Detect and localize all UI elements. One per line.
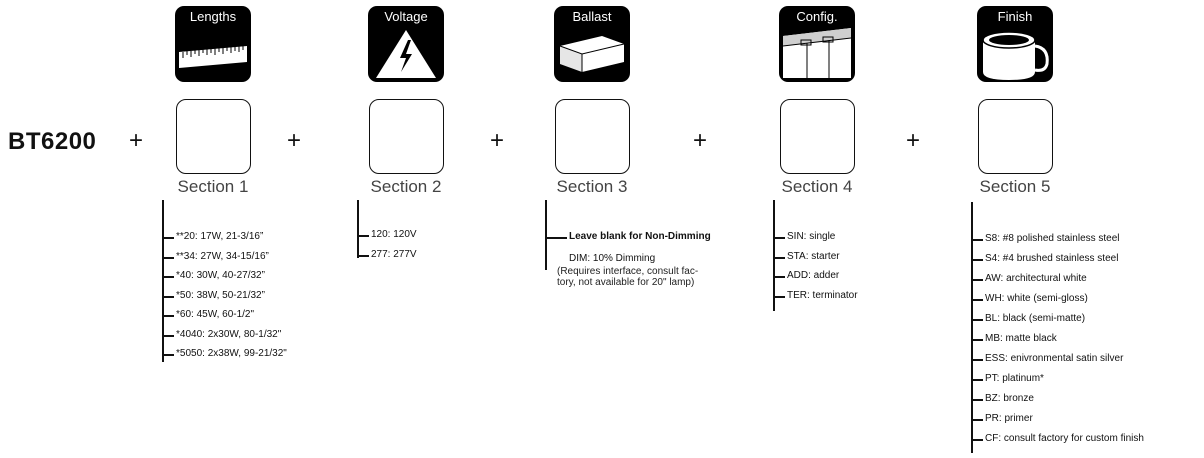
icon-title: Finish	[997, 9, 1033, 24]
option-label: BZ: bronze	[985, 393, 1034, 404]
connector-line	[357, 200, 359, 258]
lengths-icon: Lengths	[175, 6, 251, 82]
config-icon: Config.	[779, 6, 855, 82]
option-label: 120: 120V	[371, 229, 417, 240]
section-2-box[interactable]	[369, 99, 444, 174]
section-1-label: Section 1	[177, 177, 249, 196]
option-tick	[971, 419, 983, 421]
option-tick	[971, 379, 983, 381]
section-5-label: Section 5	[979, 177, 1051, 196]
option-label: WH: white (semi-gloss)	[985, 293, 1088, 304]
option-label: 277: 277V	[371, 248, 417, 260]
option-tick	[971, 259, 983, 261]
option-label: CF: consult factory for custom finish	[985, 433, 1144, 444]
option-tick	[545, 237, 567, 239]
option-label: MB: matte black	[985, 333, 1057, 344]
option-label: **34: 27W, 34-15/16”	[176, 250, 269, 262]
section-3-label: Section 3	[556, 177, 628, 196]
option-tick	[162, 276, 174, 278]
option-label: TER: terminator	[787, 289, 858, 301]
connector-line	[773, 200, 775, 311]
option-label: *5050: 2x38W, 99-21/32"	[176, 348, 287, 359]
icon-title: Config.	[796, 9, 838, 24]
option-tick	[773, 295, 785, 298]
option-tick	[162, 334, 174, 337]
option-tick	[162, 295, 174, 298]
option-tick	[773, 237, 785, 239]
note-line: tory, not available for 20" lamp)	[557, 277, 695, 288]
option-tick	[971, 319, 983, 321]
option-tick	[773, 256, 785, 259]
option-label: Leave blank for Non-Dimming	[569, 231, 711, 242]
option-label: PR: primer	[985, 413, 1033, 424]
section-4-box[interactable]	[780, 99, 855, 174]
option-label: *4040: 2x30W, 80-1/32"	[176, 328, 282, 340]
option-tick	[773, 276, 785, 278]
section-3-box[interactable]	[555, 99, 630, 174]
option-label: ESS: enivronmental satin silver	[985, 353, 1124, 364]
connector-line	[971, 202, 973, 453]
option-tick	[971, 339, 983, 341]
icon-title: Voltage	[384, 9, 428, 24]
section-1-box[interactable]	[176, 99, 251, 174]
option-label: STA: starter	[787, 250, 840, 262]
plus-sign: +	[693, 127, 708, 154]
option-label: AW: architectural white	[985, 273, 1087, 284]
option-tick	[971, 399, 983, 401]
option-tick	[971, 299, 983, 301]
option-label: DIM: 10% Dimming	[569, 253, 656, 264]
connector-line	[545, 200, 547, 270]
ballast-icon: Ballast	[554, 6, 630, 82]
option-label: BL: black (semi-matte)	[985, 313, 1086, 324]
option-label: PT: platinum*	[985, 373, 1044, 384]
option-label: *60: 45W, 60-1/2"	[176, 309, 255, 320]
option-label: ADD: adder	[787, 270, 840, 281]
option-tick	[357, 235, 369, 237]
finish-icon: Finish	[977, 6, 1053, 82]
option-tick	[162, 237, 174, 239]
option-label: S8: #8 polished stainless steel	[985, 233, 1120, 244]
option-tick	[162, 354, 174, 356]
option-label: **20: 17W, 21-3/16”	[176, 231, 264, 242]
option-tick	[162, 256, 174, 259]
voltage-icon: Voltage	[368, 6, 444, 82]
connector-line	[162, 200, 164, 362]
option-label: *50: 38W, 50-21/32”	[176, 289, 265, 301]
option-tick	[162, 315, 174, 317]
option-label: *40: 30W, 40-27/32”	[176, 270, 265, 281]
plus-sign: +	[906, 127, 921, 154]
option-tick	[971, 279, 983, 281]
model-number: BT6200	[8, 128, 97, 155]
section-5-box[interactable]	[978, 99, 1053, 174]
option-tick	[971, 439, 983, 441]
option-tick	[357, 254, 369, 257]
plus-sign: +	[129, 127, 144, 154]
option-label: SIN: single	[787, 231, 836, 242]
option-tick	[971, 239, 983, 241]
option-tick	[971, 359, 983, 361]
plus-sign: +	[287, 127, 302, 154]
icon-title: Ballast	[572, 9, 612, 24]
option-label: S4: #4 brushed stainless steel	[985, 253, 1119, 264]
section-2-label: Section 2	[370, 177, 442, 196]
plus-sign: +	[490, 127, 505, 154]
dimming-note: (Requires interface, consult fac- tory, …	[557, 266, 698, 288]
note-line: (Requires interface, consult fac-	[557, 266, 699, 277]
section-4-label: Section 4	[781, 177, 853, 196]
icon-title: Lengths	[189, 9, 237, 24]
